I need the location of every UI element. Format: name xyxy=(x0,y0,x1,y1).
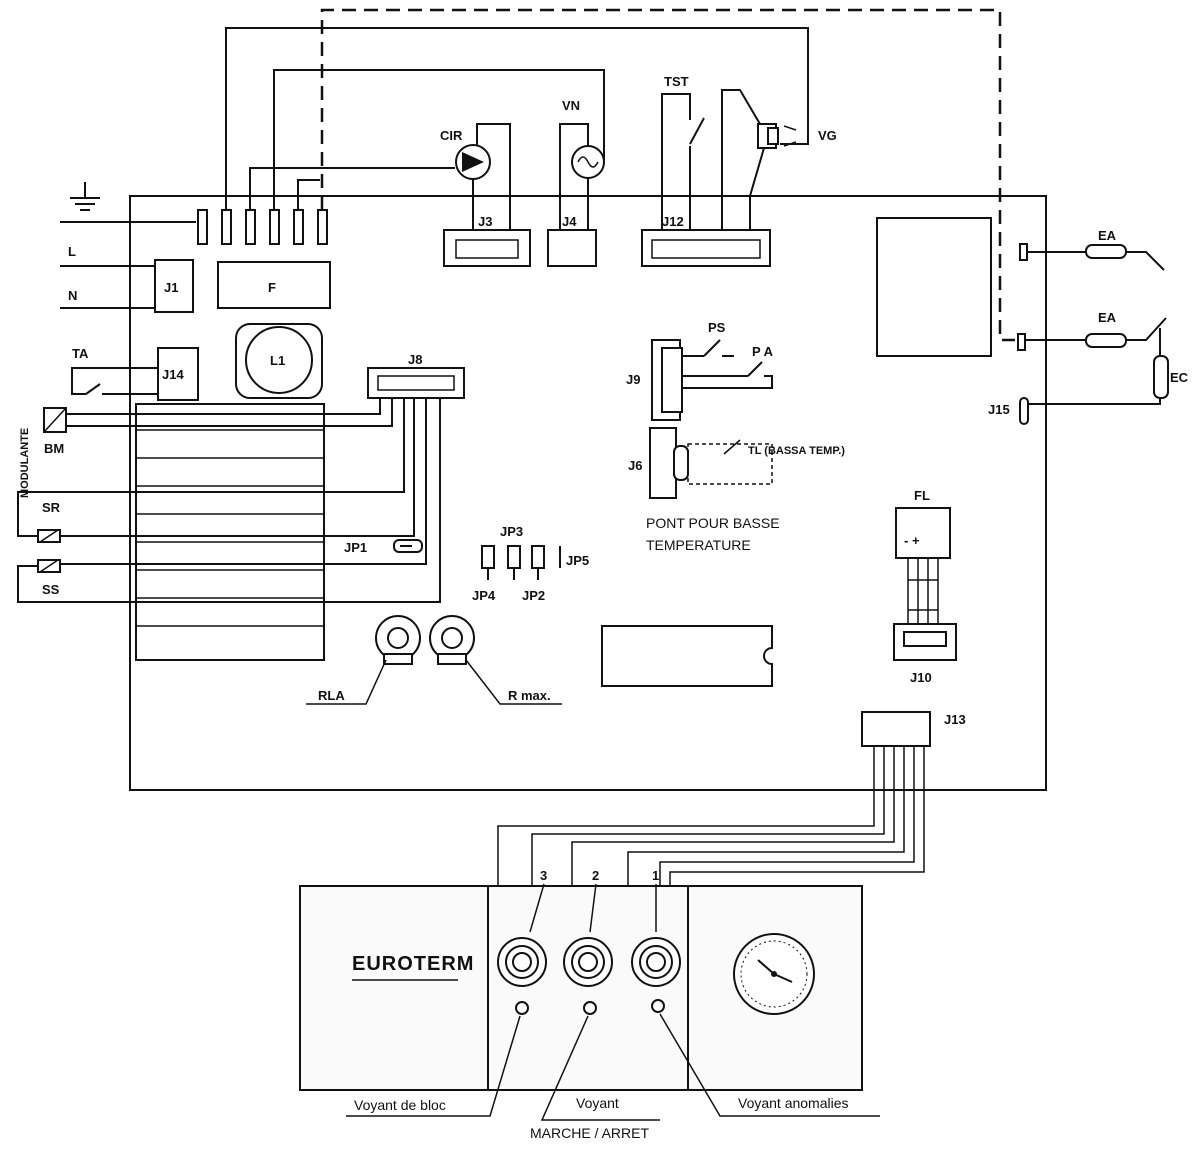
sr-label: SR xyxy=(42,500,61,515)
jumper-block xyxy=(481,545,561,580)
connector-j6 xyxy=(649,427,689,499)
marche-arret-label: MARCHE / ARRET xyxy=(530,1125,649,1141)
j4-label: J4 xyxy=(562,214,577,229)
flow-sensor-fl xyxy=(895,507,951,559)
rmax-potentiometer-icon xyxy=(429,615,475,665)
fuse-label: F xyxy=(268,280,276,295)
j3-label: J3 xyxy=(478,214,492,229)
voyant-bloc-label: Voyant de bloc xyxy=(354,1097,446,1113)
pont-label-line2: TEMPERATURE xyxy=(646,537,751,553)
fault-indicator-lamp xyxy=(651,999,665,1013)
ea-bottom-label: EA xyxy=(1098,310,1117,325)
pa-switch xyxy=(747,361,763,377)
cir-label: CIR xyxy=(440,128,463,143)
fuse-holder xyxy=(217,261,331,309)
j15-label: J15 xyxy=(988,402,1010,417)
line-label: L xyxy=(68,244,76,259)
valve-coil-icon xyxy=(757,123,797,149)
voyant-label: Voyant xyxy=(576,1095,619,1111)
pa-label: P A xyxy=(752,344,774,359)
connector-j13 xyxy=(861,711,931,747)
vn-label: VN xyxy=(562,98,580,113)
ea-top-label: EA xyxy=(1098,228,1117,243)
knob-2-number: 2 xyxy=(592,868,599,883)
connector-j9 xyxy=(651,339,683,421)
ea-top-terminal xyxy=(1019,243,1028,261)
ea-top-electrode xyxy=(1085,244,1127,259)
jp5-label: JP5 xyxy=(566,553,589,568)
modulante-label: MODULANTE xyxy=(19,428,31,498)
j1-label: J1 xyxy=(164,280,178,295)
power-indicator-lamp xyxy=(583,1001,597,1015)
knob-3-number: 3 xyxy=(540,868,547,883)
connector-j12 xyxy=(641,229,771,267)
pressure-gauge-icon xyxy=(733,933,815,1015)
ss-electrode-icon xyxy=(37,559,61,573)
neutral-label: N xyxy=(68,288,77,303)
j8-label: J8 xyxy=(408,352,422,367)
jp4-label: JP4 xyxy=(472,588,496,603)
fl-cable xyxy=(907,558,939,624)
jp3-label: JP3 xyxy=(500,524,523,539)
rla-label: RLA xyxy=(318,688,345,703)
vg-label: VG xyxy=(818,128,837,143)
connector-j3 xyxy=(443,229,531,267)
j9-label: J9 xyxy=(626,372,640,387)
rmax-label: R max. xyxy=(508,688,551,703)
inductor-icon xyxy=(235,323,323,399)
tst-switch xyxy=(689,117,705,145)
knob-2[interactable] xyxy=(563,937,613,987)
ribbon-cable xyxy=(497,746,925,886)
ground-icon xyxy=(70,182,100,211)
pont-label-line1: PONT POUR BASSE xyxy=(646,515,780,531)
connector-j4 xyxy=(547,229,597,267)
knob-1[interactable] xyxy=(631,937,681,987)
ec-label: EC xyxy=(1170,370,1189,385)
sr-electrode-icon xyxy=(37,529,61,543)
rla-potentiometer-icon xyxy=(375,615,421,665)
gas-valve-icon xyxy=(571,145,605,179)
euroterm-logo: EUROTERM xyxy=(352,953,474,975)
jp2-label: JP2 xyxy=(522,588,545,603)
connector-j1 xyxy=(154,259,194,313)
j6-label: J6 xyxy=(628,458,642,473)
jp1-label: JP1 xyxy=(344,540,367,555)
fl-polarity-label: - + xyxy=(904,533,920,548)
voyant-anomalies-label: Voyant anomalies xyxy=(738,1095,849,1111)
j13-label: J13 xyxy=(944,712,966,727)
circulator-pump-icon xyxy=(455,144,491,180)
j15-terminal xyxy=(1019,397,1029,425)
connector-j10 xyxy=(893,623,957,661)
connector-j14 xyxy=(157,347,199,401)
relay-module xyxy=(876,217,992,357)
knob-3[interactable] xyxy=(497,937,547,987)
ec-electrode xyxy=(1153,355,1169,399)
ea-bottom-terminal xyxy=(1017,333,1026,351)
ps-label: PS xyxy=(708,320,726,335)
j10-label: J10 xyxy=(910,670,932,685)
connector-j8 xyxy=(367,367,465,399)
ps-switch xyxy=(703,339,721,357)
ta-switch xyxy=(85,383,101,395)
ta-label: TA xyxy=(72,346,89,361)
tl-bridge-area xyxy=(687,443,773,485)
ss-label: SS xyxy=(42,582,60,597)
tst-label: TST xyxy=(664,74,689,89)
microcontroller-chip xyxy=(601,625,773,687)
bm-label: BM xyxy=(44,441,64,456)
tl-label: TL (BASSA TEMP.) xyxy=(748,445,845,457)
fl-label: FL xyxy=(914,488,930,503)
heatsink-grid xyxy=(135,403,325,661)
l1-label: L1 xyxy=(270,353,285,368)
knob-1-number: 1 xyxy=(652,868,659,883)
block-indicator-lamp xyxy=(515,1001,529,1015)
ea-bottom-electrode xyxy=(1085,333,1127,348)
j12-label: J12 xyxy=(662,214,684,229)
j14-label: J14 xyxy=(162,367,184,382)
